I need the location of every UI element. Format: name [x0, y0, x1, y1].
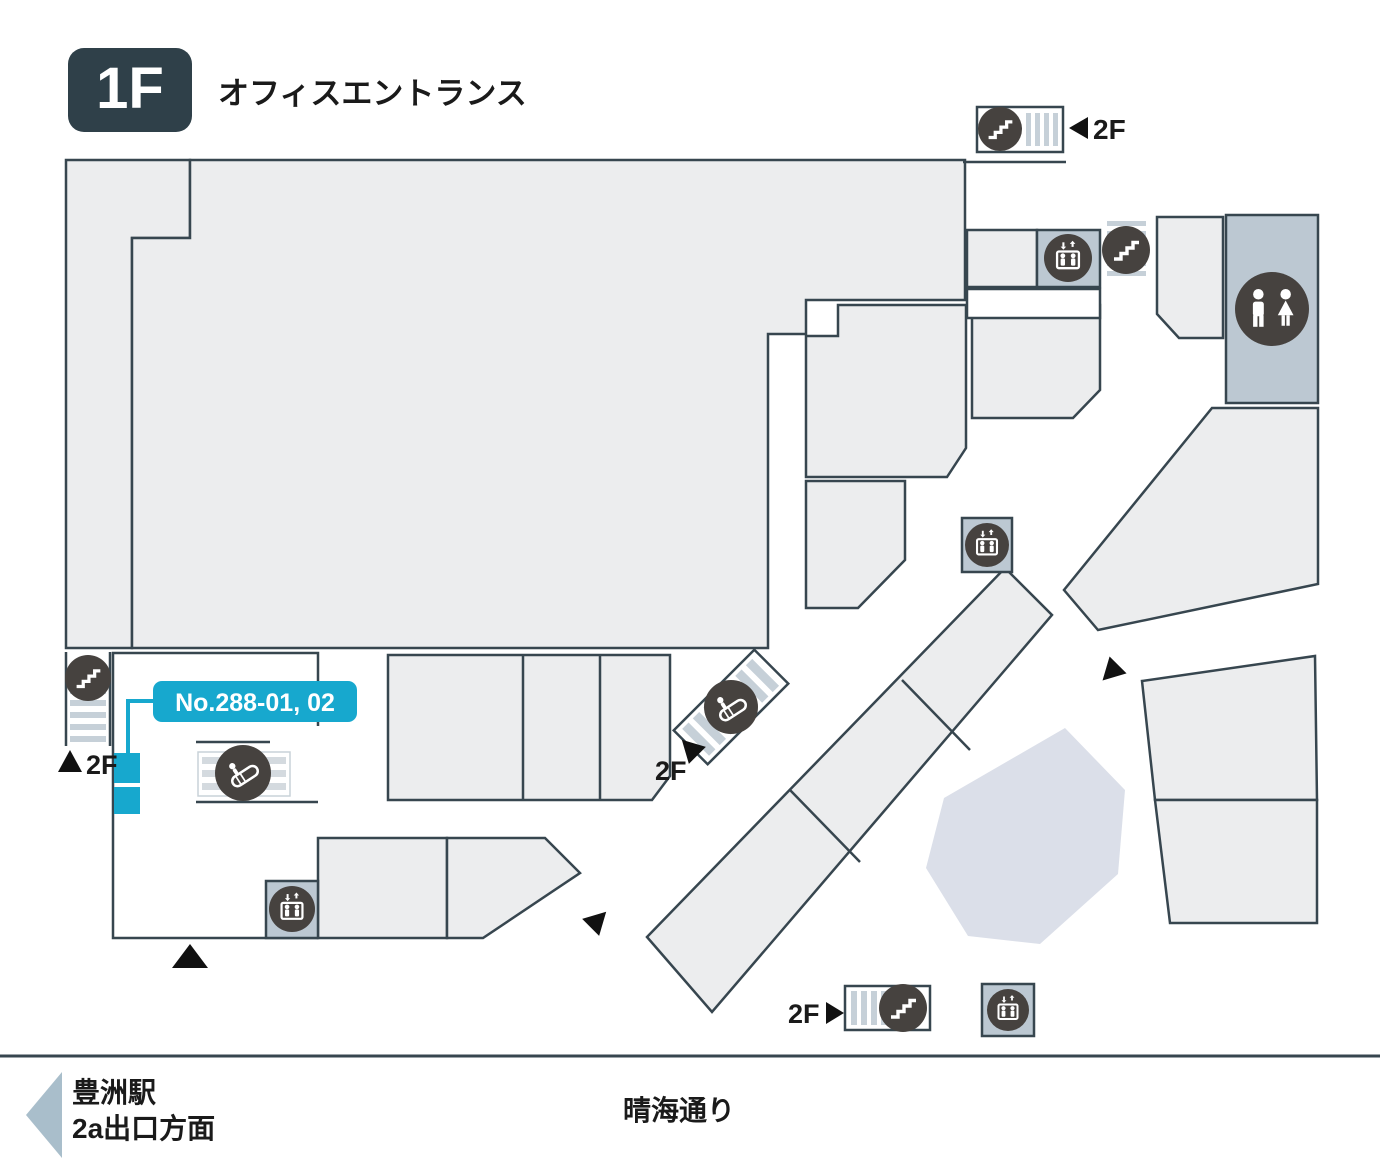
- stair-stripe: [70, 736, 106, 742]
- stair-stripe: [871, 991, 877, 1025]
- room-a: [804, 303, 968, 479]
- unit-288-01-area[interactable]: [114, 753, 140, 783]
- restroom-icon: [1235, 272, 1309, 346]
- room-upper-right-small: [965, 228, 1039, 289]
- arrow-up-right-icon: [582, 911, 607, 936]
- corridor-box-upper-right: [965, 287, 1102, 320]
- stair-stripe: [861, 991, 867, 1025]
- stairs-top: [975, 105, 1065, 154]
- level-label-bottom: 2F: [788, 999, 820, 1029]
- escalator-center: [671, 647, 791, 767]
- strip-divider-1: [789, 789, 861, 863]
- floor-badge: [68, 48, 192, 132]
- arrow-left-icon: [1069, 117, 1088, 139]
- elevator-icon-bottom: [987, 989, 1029, 1031]
- restroom: [1224, 213, 1320, 405]
- arrow-up-left-icon: [681, 739, 706, 764]
- stair-stripe: [1107, 221, 1146, 226]
- room-bottom-shop-2: [445, 836, 582, 940]
- escalator-stripe: [735, 669, 769, 703]
- escalator-icon-center: [704, 680, 758, 734]
- elevator-lower-left: [264, 879, 320, 940]
- room-b: [970, 303, 1102, 420]
- stair-stripe: [1026, 113, 1031, 146]
- unit-288-02-area[interactable]: [114, 787, 140, 814]
- elevator-bottom: [980, 982, 1036, 1038]
- room-right-middle: [1062, 406, 1320, 632]
- footer: 豊洲駅 2a出口方面 晴海通り: [0, 1054, 1380, 1158]
- unit-288[interactable]: No.288-01, 02: [114, 681, 357, 814]
- page-title: オフィスエントランス: [218, 76, 527, 111]
- arrow-right-icon: [826, 1002, 844, 1024]
- escalator-icon-left: [215, 745, 271, 801]
- escalator-stripe: [682, 722, 716, 756]
- elevator-icon-upper-right: [1044, 234, 1092, 282]
- stairs-left: [64, 652, 112, 746]
- room-bottom-shop-1: [316, 836, 449, 940]
- room-right-trapezoid-lower: [1153, 798, 1319, 925]
- room-right-trapezoid-upper: [1140, 654, 1319, 802]
- level-label-center: 2F: [655, 756, 687, 786]
- station-name: 豊洲駅: [72, 1077, 156, 1108]
- room-c: [804, 479, 907, 610]
- escalator-stripe: [745, 658, 780, 693]
- room-r2: [1155, 215, 1225, 340]
- floor-badge-label: 1F: [96, 56, 164, 121]
- elevator-middle: [960, 516, 1014, 574]
- escalator-left: [197, 745, 291, 801]
- street-name: 晴海通り: [623, 1095, 735, 1126]
- level-label-top-right: 2F: [1093, 114, 1126, 145]
- stair-stripe: [70, 700, 106, 706]
- station-exit: 2a出口方面: [72, 1112, 215, 1144]
- entrance-room-wall: [111, 651, 320, 940]
- stairs-upper-right: [1102, 217, 1150, 283]
- unit-callout-connector: [126, 699, 155, 753]
- unit-label-text: No.288-01, 02: [175, 689, 335, 717]
- escalator-stripe: [692, 711, 727, 746]
- room-diagonal-strip: [645, 566, 1054, 1014]
- strip-divider-2: [901, 679, 971, 751]
- elevator-upper-right: [1035, 228, 1102, 289]
- arrow-up-icon: [172, 944, 208, 968]
- level-label-left: 2F: [86, 750, 118, 780]
- arrow-down-left-icon: [1102, 656, 1127, 681]
- level-markers: 2F 2F 2F 2F: [58, 114, 1127, 1029]
- plaza-area: [926, 728, 1125, 944]
- rooms: [64, 158, 1320, 1014]
- arrow-up-icon: [58, 750, 82, 772]
- stair-stripe: [1044, 113, 1049, 146]
- room-shop-row: [386, 653, 672, 802]
- stair-stripe: [851, 991, 857, 1025]
- stairs-bottom: [843, 984, 932, 1032]
- elevator-icon-lower-left: [269, 886, 315, 932]
- unit-label-badge[interactable]: [153, 681, 357, 722]
- elevator-icon-middle: [965, 523, 1009, 567]
- stair-stripe: [70, 712, 106, 718]
- stair-stripe: [1053, 113, 1058, 146]
- stair-stripe: [1035, 113, 1040, 146]
- header: 1F オフィスエントランス: [68, 48, 527, 132]
- entrance-room: [111, 160, 1066, 940]
- station-direction-arrow-icon: [26, 1072, 62, 1158]
- stair-stripe: [70, 724, 106, 730]
- room-main-hall: [130, 158, 967, 650]
